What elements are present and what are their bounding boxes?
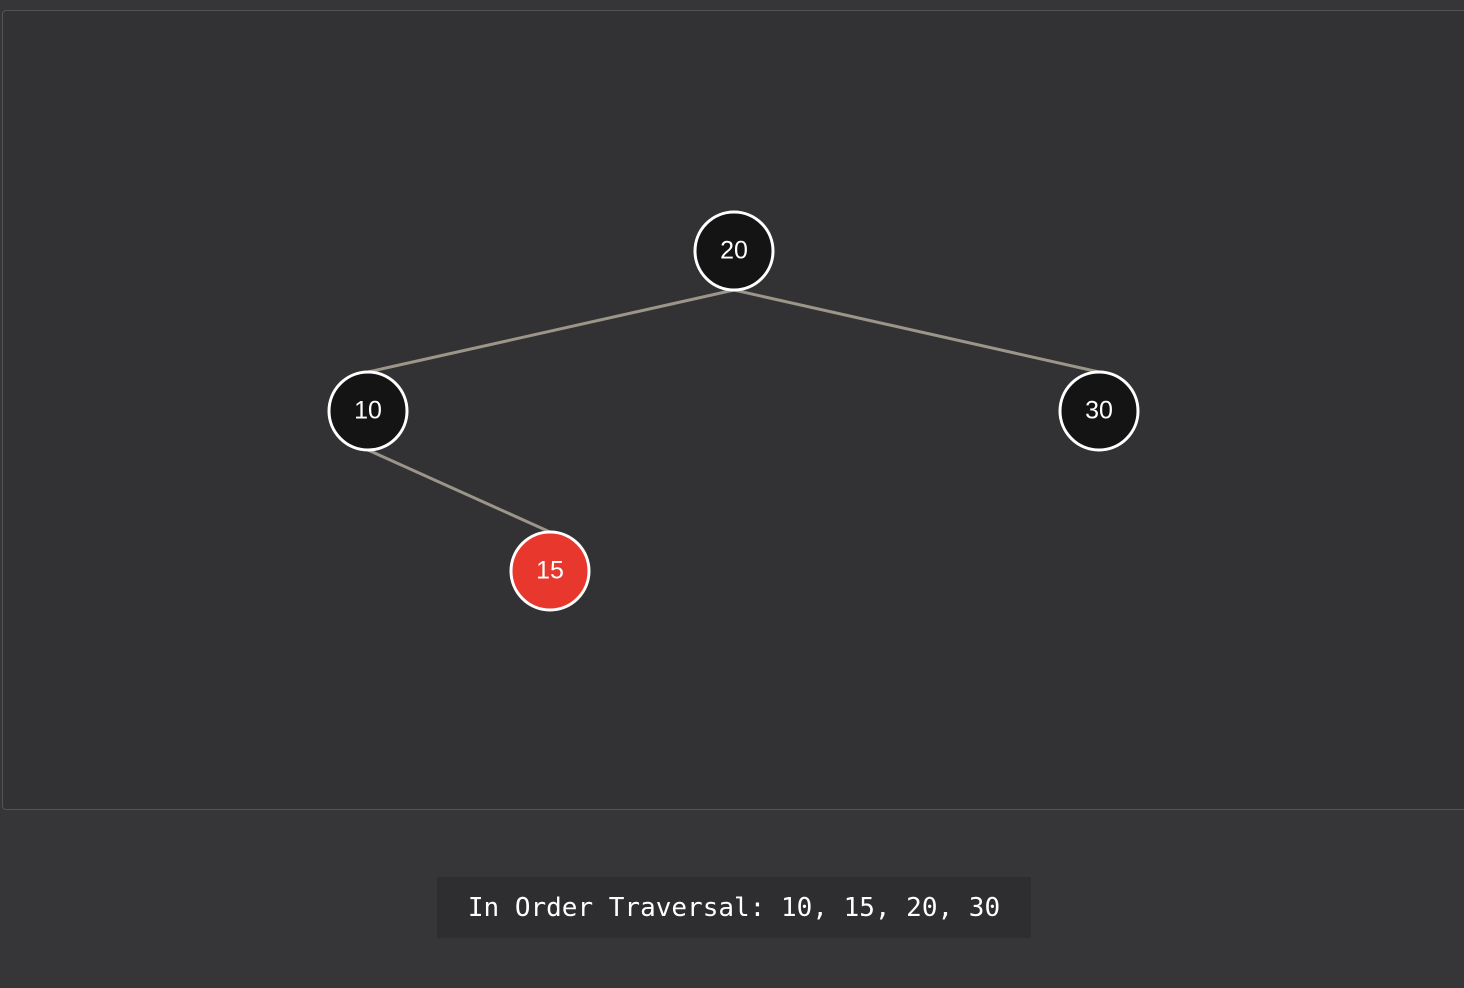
tree-node-circle <box>327 370 409 452</box>
tree-edge-10-15 <box>367 448 551 534</box>
tree-node-30: 30 <box>1058 370 1140 452</box>
tree-edge-20-30 <box>733 288 1100 374</box>
traversal-output: In Order Traversal: 10, 15, 20, 30 <box>437 877 1031 938</box>
tree-node-circle <box>1058 370 1140 452</box>
tree-node-20: 20 <box>693 210 775 292</box>
tree-node-label: 20 <box>720 237 748 265</box>
tree-canvas: 20 10 30 15 <box>2 10 1464 810</box>
traversal-text: In Order Traversal: 10, 15, 20, 30 <box>467 892 1001 923</box>
tree-node-circle <box>509 530 591 612</box>
tree-node-label: 15 <box>536 557 564 585</box>
tree-node-10: 10 <box>327 370 409 452</box>
tree-node-15: 15 <box>509 530 591 612</box>
tree-node-circle <box>693 210 775 292</box>
tree-node-label: 10 <box>354 397 382 425</box>
tree-diagram: 20 10 30 15 <box>327 210 1140 612</box>
tree-node-label: 30 <box>1085 397 1113 425</box>
tree-edge-20-10 <box>367 288 735 374</box>
